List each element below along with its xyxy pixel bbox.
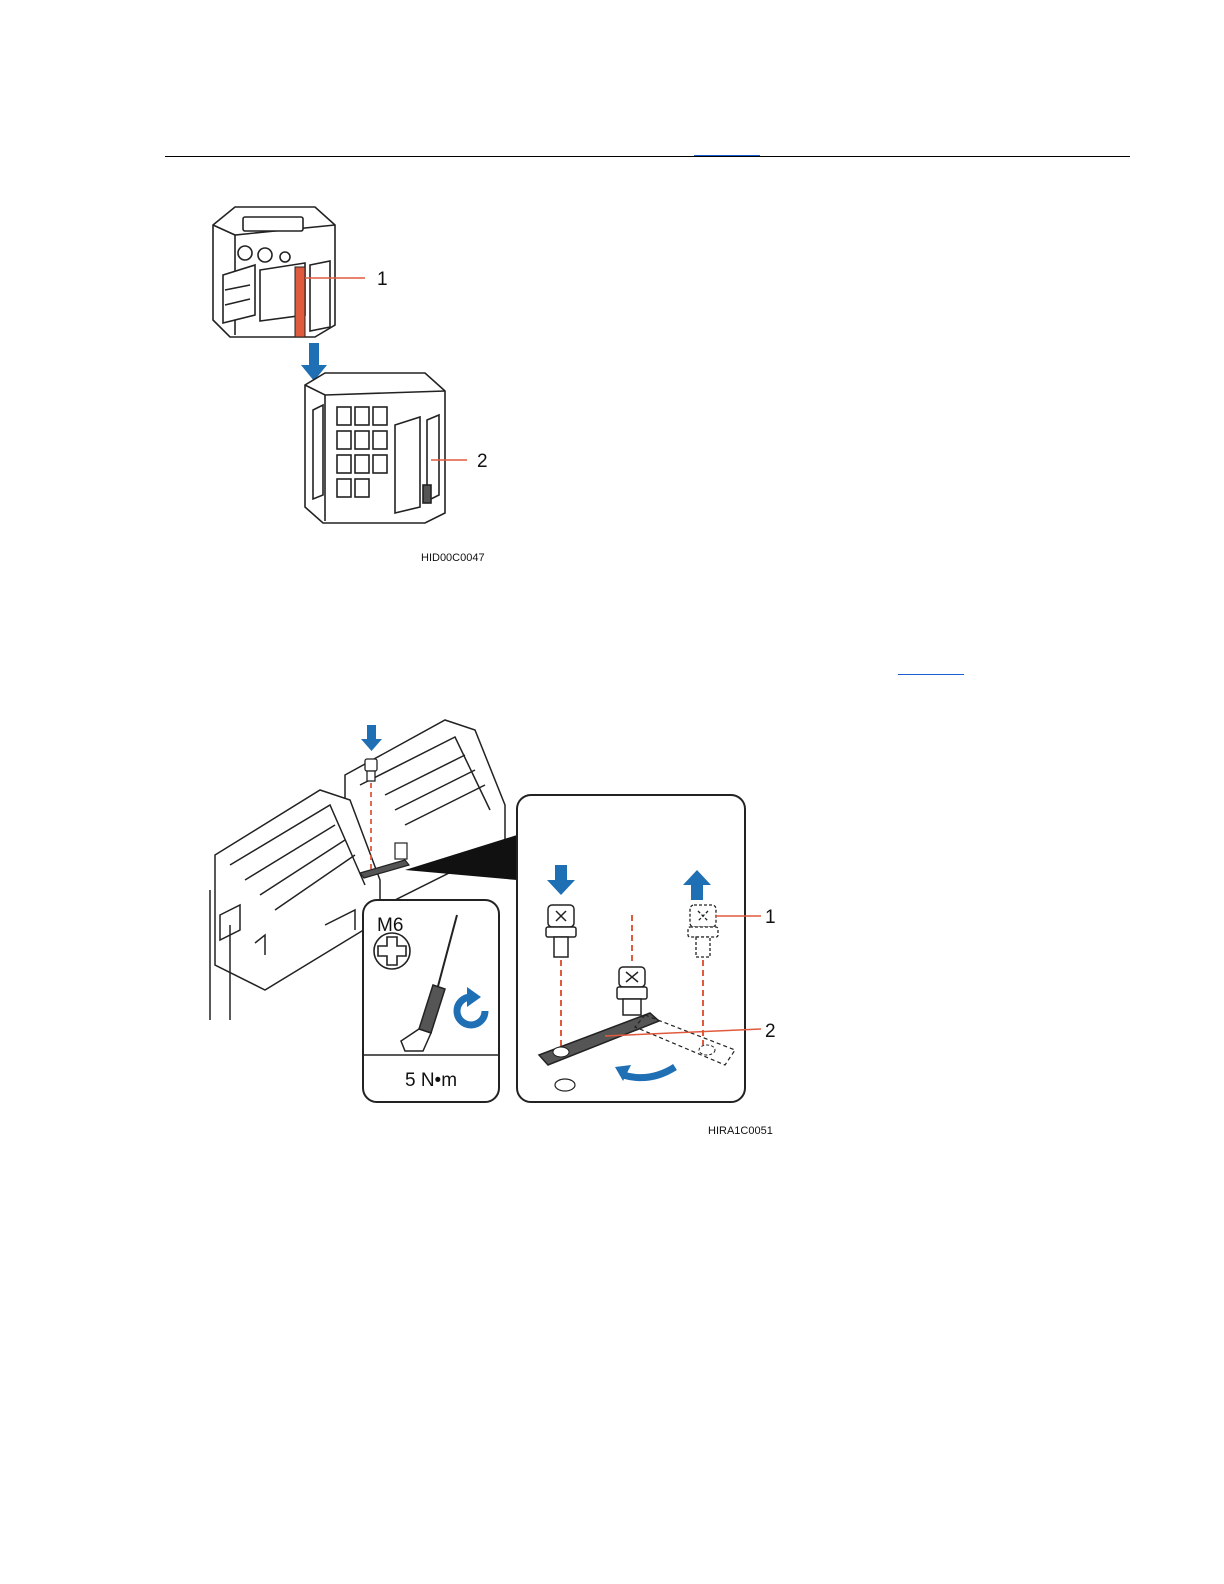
figure-reference-link-top[interactable] [694,155,760,156]
figure-1-module-insertion: 1 2 HID00C0047 [195,195,515,575]
tool-inset: M6 5 N•m [363,900,499,1102]
callout-1: 1 [765,907,776,928]
figure-code: HIRA1C0051 [708,1125,773,1137]
figure-2-ground-screw-installation: M6 5 N•m [205,715,795,1140]
lower-module [305,373,445,523]
upper-module [213,207,335,337]
callout-2: 2 [477,451,488,472]
torque-label: 5 N•m [405,1070,457,1091]
small-down-arrow-icon [361,725,382,751]
phillips-head-icon [374,933,410,969]
figure-code: HID00C0047 [421,552,485,564]
detail-inset [517,795,745,1102]
small-screw [365,759,377,781]
latch-highlight [295,267,305,337]
callout-1: 1 [377,269,388,290]
header-rule [165,156,1130,157]
figure-reference-link-middle[interactable] [898,674,964,675]
callout-2: 2 [765,1021,776,1042]
